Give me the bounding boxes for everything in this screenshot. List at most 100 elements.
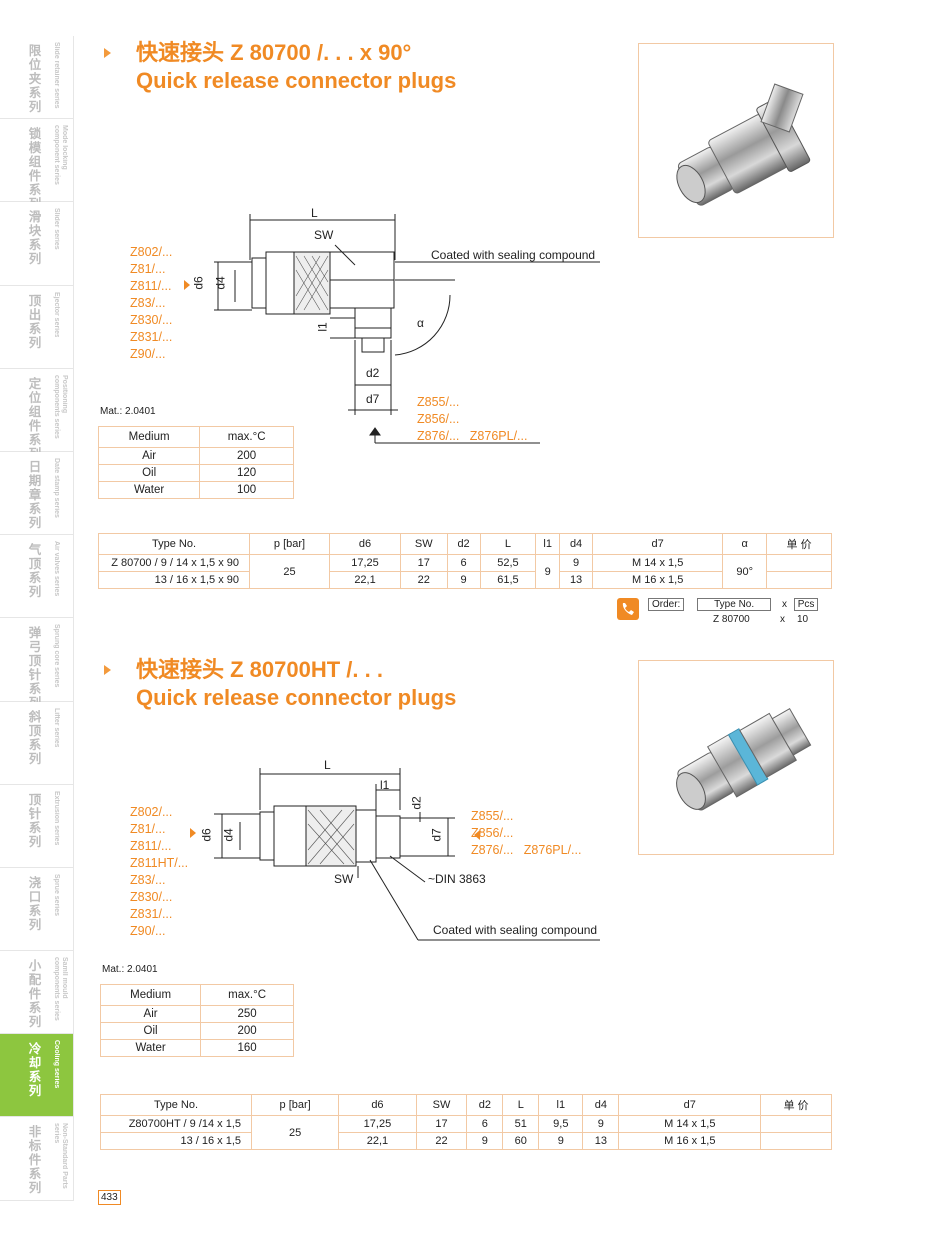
d6-cell: 17,25	[338, 1115, 417, 1133]
dim-d6: d6	[191, 276, 206, 290]
callouts-bottom-1: Z855/...Z856/...Z876/... Z876PL/...	[417, 394, 527, 445]
sidebar-item-label-zh: 气顶系列	[28, 542, 42, 600]
sidebar-item-label-zh: 定位组件系列	[28, 375, 42, 460]
callout-item: Z830/...	[130, 890, 173, 904]
callout-item: Z81/...	[130, 822, 166, 836]
dim-l1: l1	[315, 322, 330, 332]
callout-arrow-icon	[474, 830, 480, 840]
medium-header: max.°C	[199, 426, 294, 448]
product-photo-elbow	[638, 43, 834, 238]
section1-title-en: Quick release connector plugs	[136, 68, 457, 93]
l-cell: 61,5	[479, 571, 537, 589]
column-header: L	[479, 533, 537, 555]
d4-cell: 13	[582, 1132, 620, 1150]
column-header: d7	[618, 1094, 762, 1116]
sidebar-item-label-zh: 非标件系列	[28, 1124, 42, 1196]
l-cell: 51	[502, 1115, 540, 1133]
section2-title-en: Quick release connector plugs	[136, 685, 457, 710]
sidebar-item-7[interactable]: 弹弓顶针系列Sprung core series	[0, 618, 74, 710]
order-pcs: Pcs	[793, 598, 819, 611]
medium-header: Medium	[97, 426, 201, 448]
section1-title-zh: 快速接头 Z 80700 /. . . x 90°	[136, 40, 412, 65]
medium-cell: 100	[199, 481, 294, 499]
note-sealing: Coated with sealing compound	[431, 248, 596, 262]
sidebar-item-label-en: Slide retainer series	[53, 42, 60, 109]
d7-cell: M 16 x 1,5	[592, 571, 724, 589]
l1-cell: 9,5	[538, 1115, 584, 1133]
column-header: d2	[446, 533, 481, 555]
medium-cell: Water	[99, 1039, 202, 1057]
medium-cell: 120	[199, 464, 294, 482]
column-header: d4	[559, 533, 594, 555]
product-photo-straight	[638, 660, 834, 855]
order-qty: 10	[797, 614, 809, 625]
sidebar-item-label-en: Positioning components series	[53, 374, 68, 439]
dim-d2: d2	[366, 366, 380, 380]
alpha-cell: 90°	[722, 554, 768, 589]
d4-cell: 9	[582, 1115, 620, 1133]
material-label: Mat.: 2.0401	[100, 406, 156, 417]
column-header: l1	[535, 533, 561, 555]
callout-item: Z802/...	[130, 805, 173, 819]
d6-cell: 17,25	[329, 554, 401, 572]
elbow-connector-image	[676, 83, 811, 206]
dim-alpha: α	[417, 316, 424, 330]
technical-drawing-elbow	[184, 214, 600, 444]
dim-l1: l1	[380, 778, 390, 792]
sidebar-item-label-en: Cooling series	[53, 1040, 60, 1089]
sidebar-item-label-zh: 限位夹系列	[28, 43, 42, 114]
sw-cell: 22	[415, 1132, 468, 1150]
sidebar-item-4[interactable]: 定位组件系列 Positioning components series	[0, 368, 74, 460]
callout-item: Z830/...	[130, 313, 173, 327]
callout-item: Z811/...	[130, 279, 172, 293]
l1-cell: 9	[535, 554, 561, 589]
type-cell: 13 / 16 x 1,5 x 90	[98, 571, 250, 589]
pbar-cell: 25	[250, 1115, 340, 1150]
d2-cell: 6	[446, 554, 481, 572]
callout-item: Z856/...	[471, 826, 514, 840]
sidebar-item-label-en: Date stamp series	[53, 457, 60, 518]
straight-connector-image	[676, 707, 812, 811]
order-x: x	[781, 599, 787, 610]
sidebar-item-1[interactable]: 锁模组件系列Mode locking component series	[0, 119, 74, 211]
sidebar-item-0[interactable]: 限位夹系列 Slide retainer series	[0, 36, 74, 120]
d2-cell: 9	[446, 571, 481, 589]
order-info: Order: Type No. x Pcs	[648, 598, 819, 611]
sidebar-item-label-zh: 滑块系列	[28, 209, 42, 267]
callout-arrow-icon	[184, 280, 190, 290]
callout-item: Z83/...	[130, 873, 166, 887]
note-sealing: Coated with sealing compound	[433, 923, 598, 937]
medium-cell: 250	[200, 1005, 294, 1023]
note-din: ~DIN 3863	[428, 872, 486, 886]
sidebar-item-label-en: Mode locking component series	[53, 125, 68, 186]
l1-cell: 9	[538, 1132, 584, 1150]
callouts-right-2: Z855/...Z856/...Z876/... Z876PL/...	[471, 808, 581, 859]
sw-cell: 22	[400, 571, 448, 589]
price-cell	[760, 1132, 832, 1150]
sidebar-item-label-zh: 顶出系列	[28, 292, 42, 350]
sidebar-item-label-zh: 顶针系列	[28, 791, 42, 849]
column-header: SW	[400, 533, 448, 555]
column-header: 单 价	[766, 533, 832, 555]
callout-item: Z856/...	[417, 412, 460, 426]
medium-cell: Air	[99, 1005, 202, 1023]
callout-item: Z811/...	[130, 839, 172, 853]
callout-item: Z81/...	[130, 262, 166, 276]
title-arrow-icon	[104, 665, 111, 675]
